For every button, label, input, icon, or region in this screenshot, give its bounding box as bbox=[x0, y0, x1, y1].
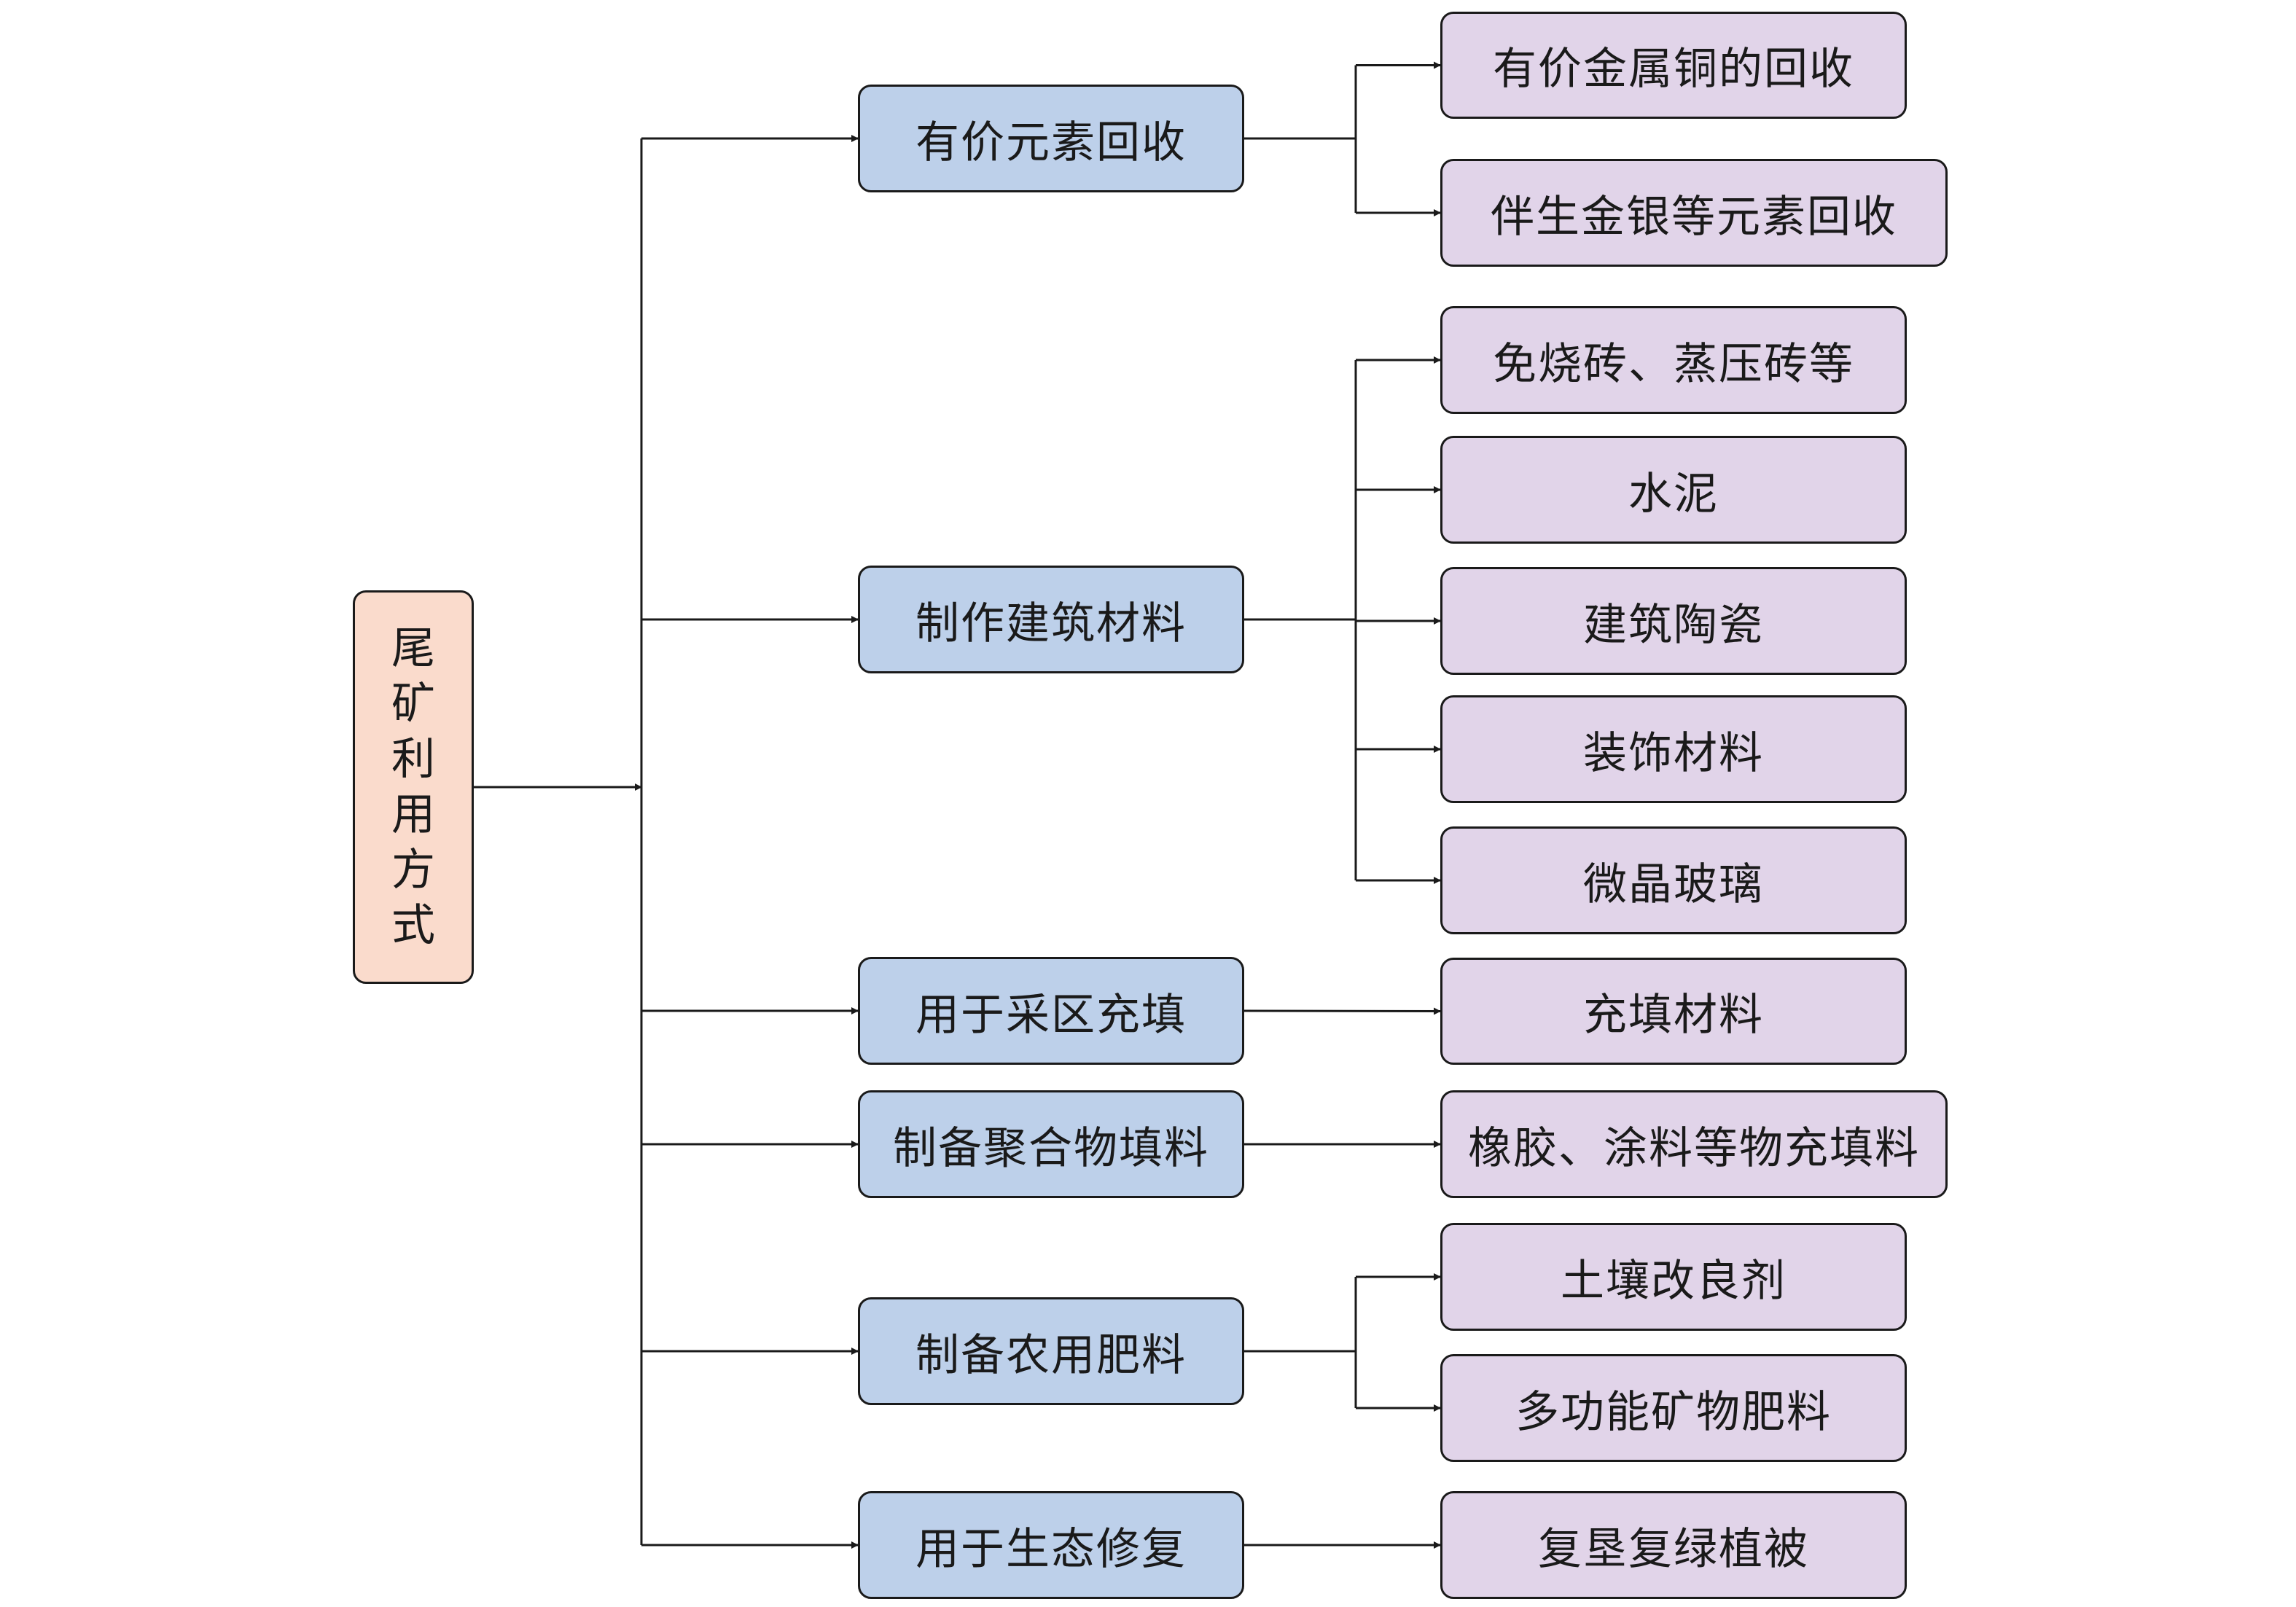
root-label-char: 式 bbox=[391, 900, 435, 951]
branch-to-leaf-arrow bbox=[1243, 1007, 1441, 1015]
leaf-label: 建筑陶瓷 bbox=[1583, 599, 1764, 651]
leaf-node-copper-recovery: 有价金属铜的回收 bbox=[1440, 12, 1907, 119]
leaf-label: 水泥 bbox=[1628, 468, 1719, 520]
leaf-label: 伴生金银等元素回收 bbox=[1491, 191, 1897, 243]
branch-label: 用于采区充填 bbox=[915, 989, 1187, 1041]
branch-label: 有价元素回收 bbox=[915, 117, 1187, 168]
leaf-label: 有价金属铜的回收 bbox=[1493, 44, 1854, 95]
root-label-char: 矿 bbox=[391, 679, 435, 730]
root-label-char: 利 bbox=[391, 734, 435, 785]
leaf-node-glass-ceramics: 微晶玻璃 bbox=[1440, 826, 1907, 934]
leaf-node-decorative-materials: 装饰材料 bbox=[1440, 695, 1907, 803]
branch-label: 用于生态修复 bbox=[915, 1523, 1187, 1575]
branch-node-building-materials: 制作建筑材料 bbox=[858, 566, 1244, 673]
branch-node-polymer-filler: 制备聚合物填料 bbox=[858, 1090, 1244, 1198]
leaf-label: 微晶玻璃 bbox=[1583, 859, 1764, 910]
leaf-label: 复垦复绿植被 bbox=[1538, 1523, 1809, 1575]
branch-label: 制备聚合物填料 bbox=[893, 1122, 1209, 1174]
branch-node-agricultural-fertilizer: 制备农用肥料 bbox=[858, 1297, 1244, 1405]
root-node-tailings-utilization: 尾矿利用方式 bbox=[353, 590, 474, 984]
root-label-char: 用 bbox=[391, 789, 435, 840]
leaf-node-mineral-fertilizer: 多功能矿物肥料 bbox=[1440, 1354, 1907, 1462]
leaf-node-backfill-material: 充填材料 bbox=[1440, 958, 1907, 1065]
branch-label: 制备农用肥料 bbox=[915, 1329, 1187, 1381]
leaf-node-rubber-coating-filler: 橡胶、涂料等物充填料 bbox=[1440, 1090, 1948, 1198]
root-label-char: 方 bbox=[391, 845, 435, 896]
leaf-label: 免烧砖、蒸压砖等 bbox=[1493, 338, 1854, 390]
branch-label: 制作建筑材料 bbox=[915, 598, 1187, 649]
branch-node-mine-backfill: 用于采区充填 bbox=[858, 957, 1244, 1065]
leaf-node-soil-conditioner: 土壤改良剂 bbox=[1440, 1223, 1907, 1331]
leaf-node-revegetation: 复垦复绿植被 bbox=[1440, 1491, 1907, 1599]
branch-node-valuable-element-recovery: 有价元素回收 bbox=[858, 85, 1244, 192]
branch-node-ecological-restoration: 用于生态修复 bbox=[858, 1491, 1244, 1599]
leaf-label: 充填材料 bbox=[1583, 990, 1764, 1041]
leaf-node-building-ceramics: 建筑陶瓷 bbox=[1440, 567, 1907, 675]
leaf-node-cement: 水泥 bbox=[1440, 436, 1907, 544]
root-label-char: 尾 bbox=[391, 623, 435, 674]
leaf-node-unfired-bricks: 免烧砖、蒸压砖等 bbox=[1440, 306, 1907, 414]
leaf-label: 橡胶、涂料等物充填料 bbox=[1468, 1122, 1920, 1174]
leaf-node-gold-silver-recovery: 伴生金银等元素回收 bbox=[1440, 159, 1948, 267]
leaf-label: 装饰材料 bbox=[1583, 727, 1764, 779]
leaf-label: 多功能矿物肥料 bbox=[1515, 1386, 1832, 1438]
leaf-label: 土壤改良剂 bbox=[1561, 1255, 1787, 1307]
